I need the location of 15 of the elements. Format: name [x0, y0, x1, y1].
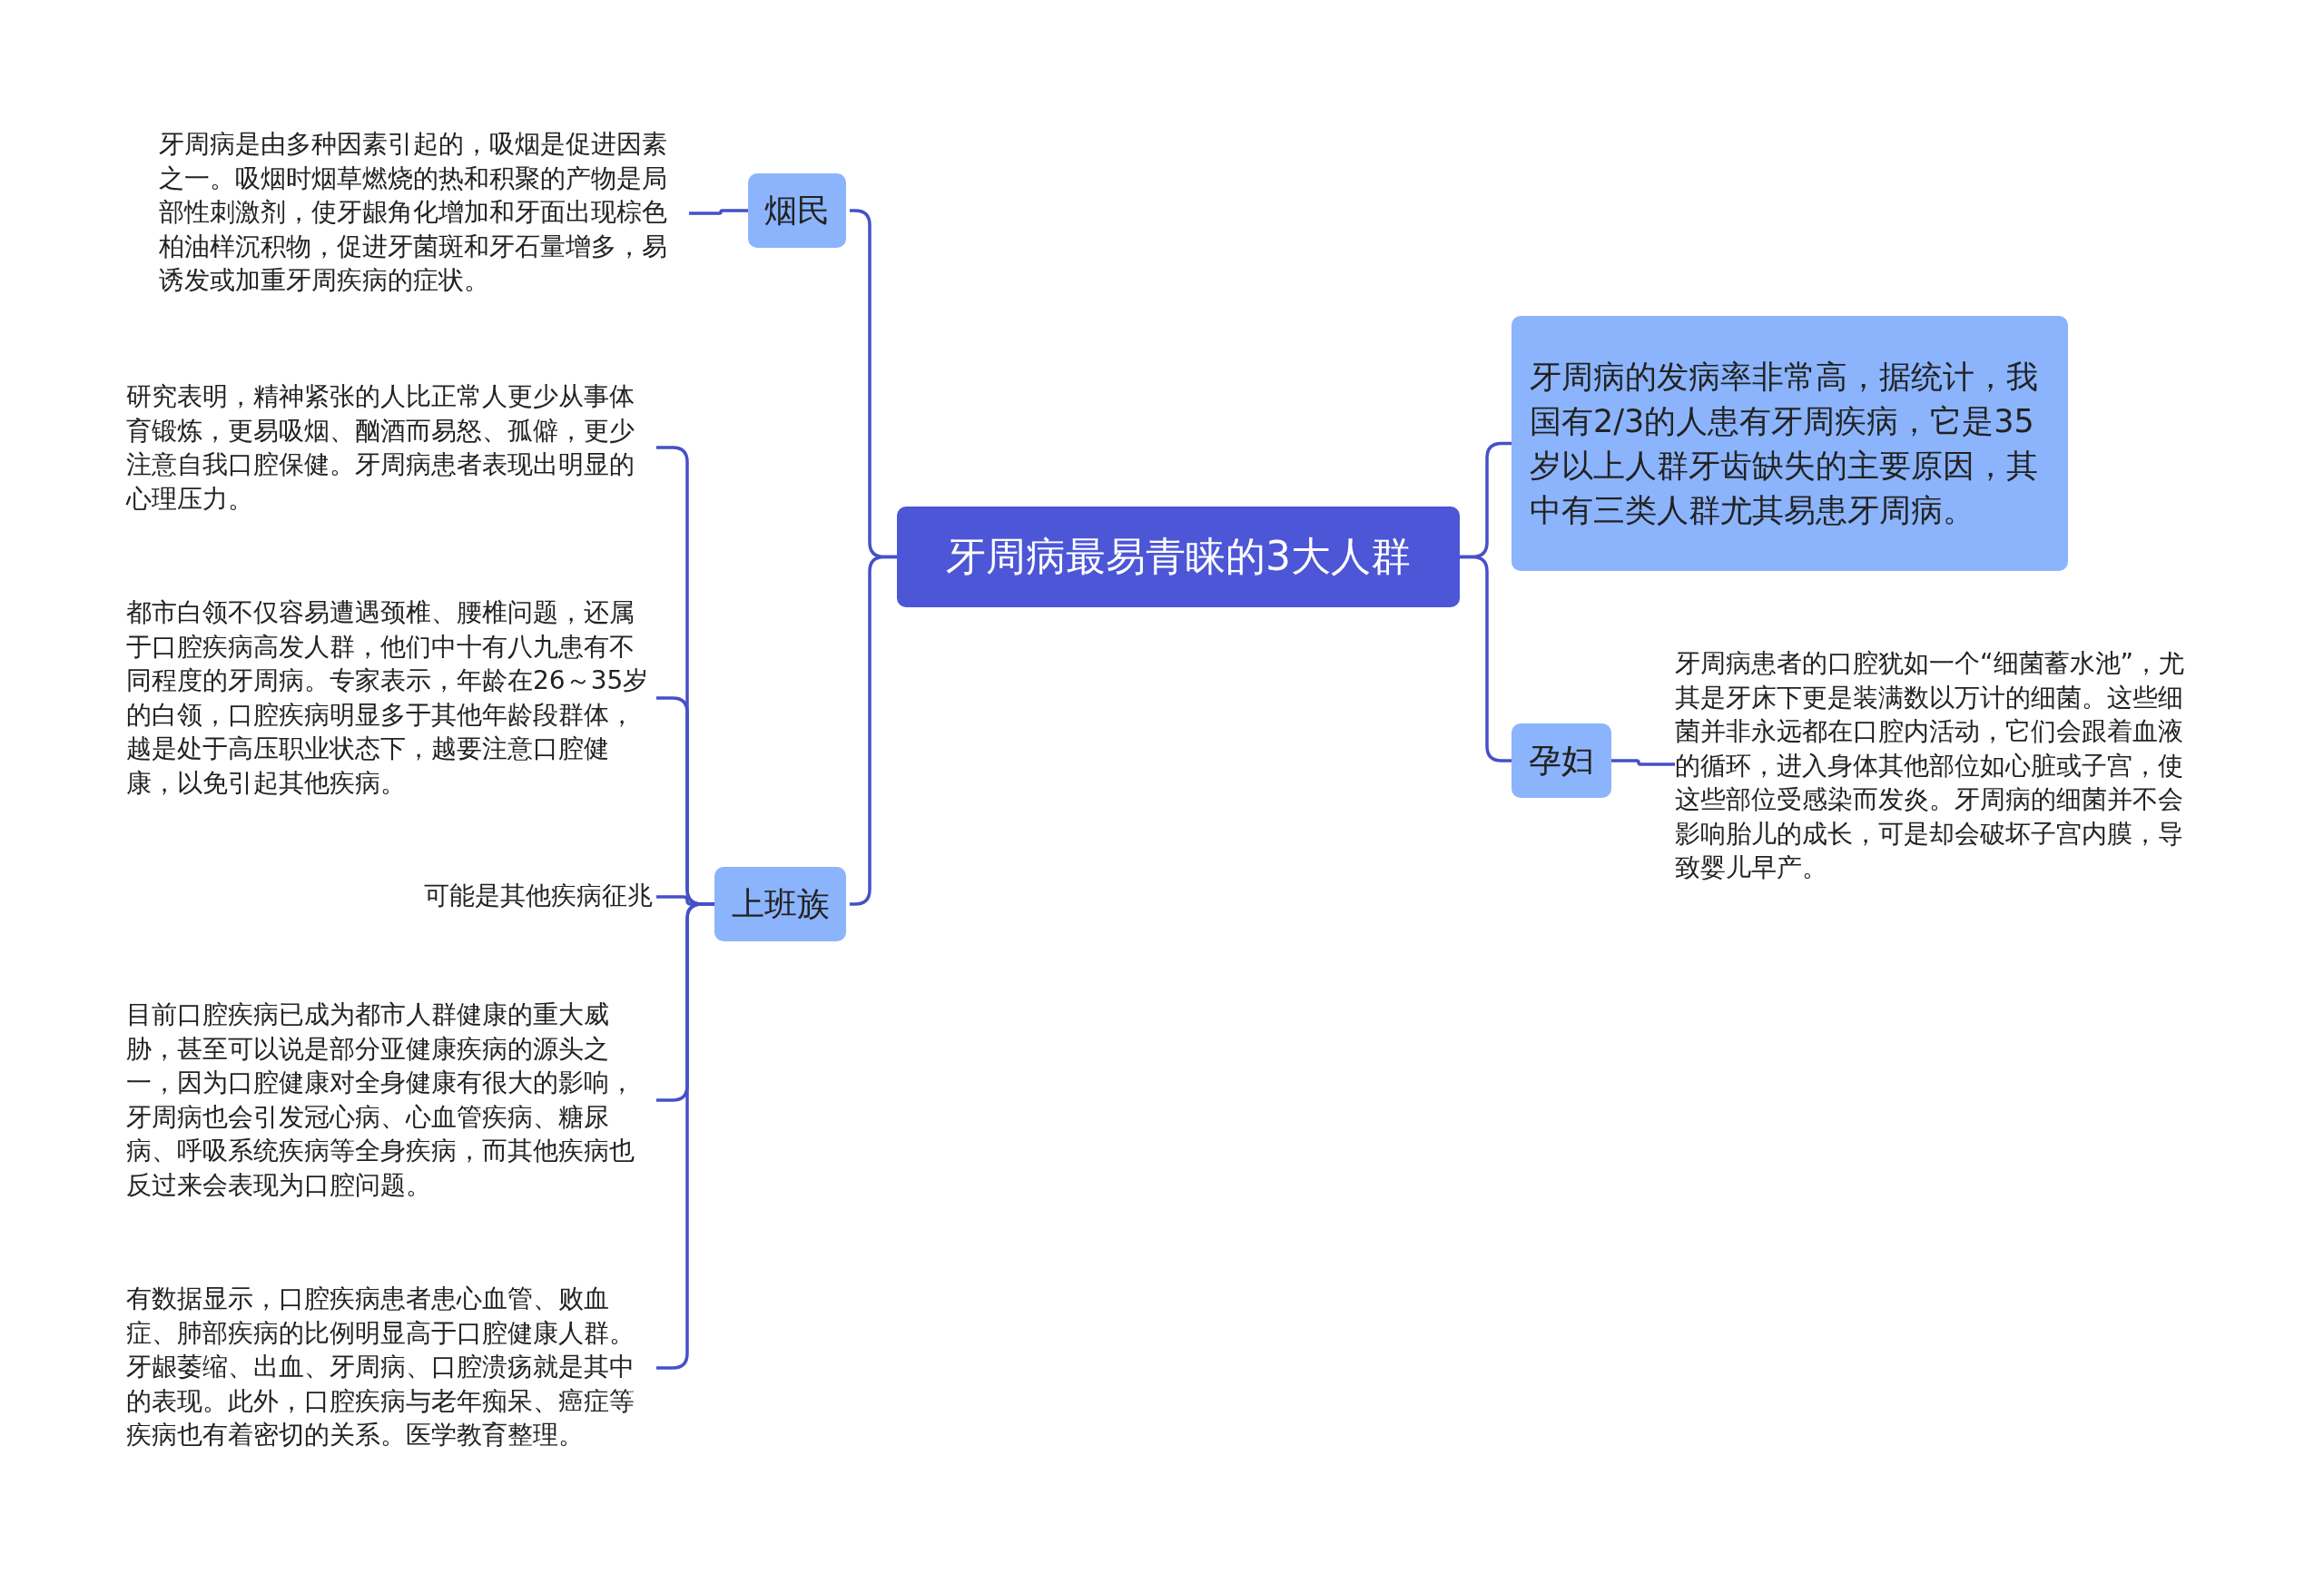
topic-box: 上班族: [714, 867, 846, 941]
note-text: 研究表明，精神紧张的人比正常人更少从事体育锻炼，更易吸烟、酗酒而易怒、孤僻，更少注意自我口腔保健。牙周病患者表现出明显的心理压力。: [126, 379, 653, 516]
note-text: 可能是其他疾病征兆: [126, 879, 653, 913]
note-text: 牙周病患者的口腔犹如一个“细菌蓄水池”，尤其是牙床下更是装满数以万计的细菌。这些细菌并非永远都在口腔内活动，它们会跟着血液的循环，进入身体其他部位如心脏或子宫，使这些部位受感染而发炎。牙周病的细菌并不会影响胎儿的成长，可是却会破坏子宫内膜，导致婴儿早产。: [1675, 646, 2201, 885]
connector-line: [1611, 759, 1675, 766]
topic-box: 牙周病的发病率非常高，据统计，我国有2/3的人患有牙周疾病，它是35岁以上人群牙齿缺失的主要原因，其中有三类人群尤其易患牙周病。: [1512, 316, 2068, 571]
topic-box: 孕妇: [1512, 723, 1611, 798]
connector-line: [1460, 555, 1512, 762]
note-text: 目前口腔疾病已成为都市人群健康的重大威胁，甚至可以说是部分亚健康疾病的源头之一，因为口腔健康对全身健康有很大的影响，牙周病也会引发冠心病、心血管疾病、糖尿病、呼吸系统疾病等全身疾病，而其他疾病也反过来会表现为口腔问题。: [126, 998, 653, 1202]
topic-box: 烟民: [748, 173, 846, 248]
connector-line: [689, 209, 748, 215]
note-text: 牙周病是由多种因素引起的，吸烟是促进因素之一。吸烟时烟草燃烧的热和积聚的产物是局部性刺激剂，使牙龈角化增加和牙面出现棕色柏油样沉积物，促进牙菌斑和牙石量增多，易诱发或加重牙周疾病的症状。: [159, 127, 685, 298]
note-text: 有数据显示，口腔疾病患者患心血管、败血症、肺部疾病的比例明显高于口腔健康人群。牙龈萎缩、出血、牙周病、口腔溃疡就是其中的表现。此外，口腔疾病与老年痴呆、癌症等疾病也有着密切的关系。医学教育整理。: [126, 1282, 653, 1452]
central-topic-box: 牙周病最易青睐的3大人群: [897, 507, 1460, 607]
note-text: 都市白领不仅容易遭遇颈椎、腰椎问题，还属于口腔疾病高发人群，他们中十有八九患有不同程度的牙周病。专家表示，年龄在26～35岁的白领，口腔疾病明显多于其他年龄段群体，越是处于高压职业状态下，越要注意口腔健康，以免引起其他疾病。: [126, 595, 653, 800]
